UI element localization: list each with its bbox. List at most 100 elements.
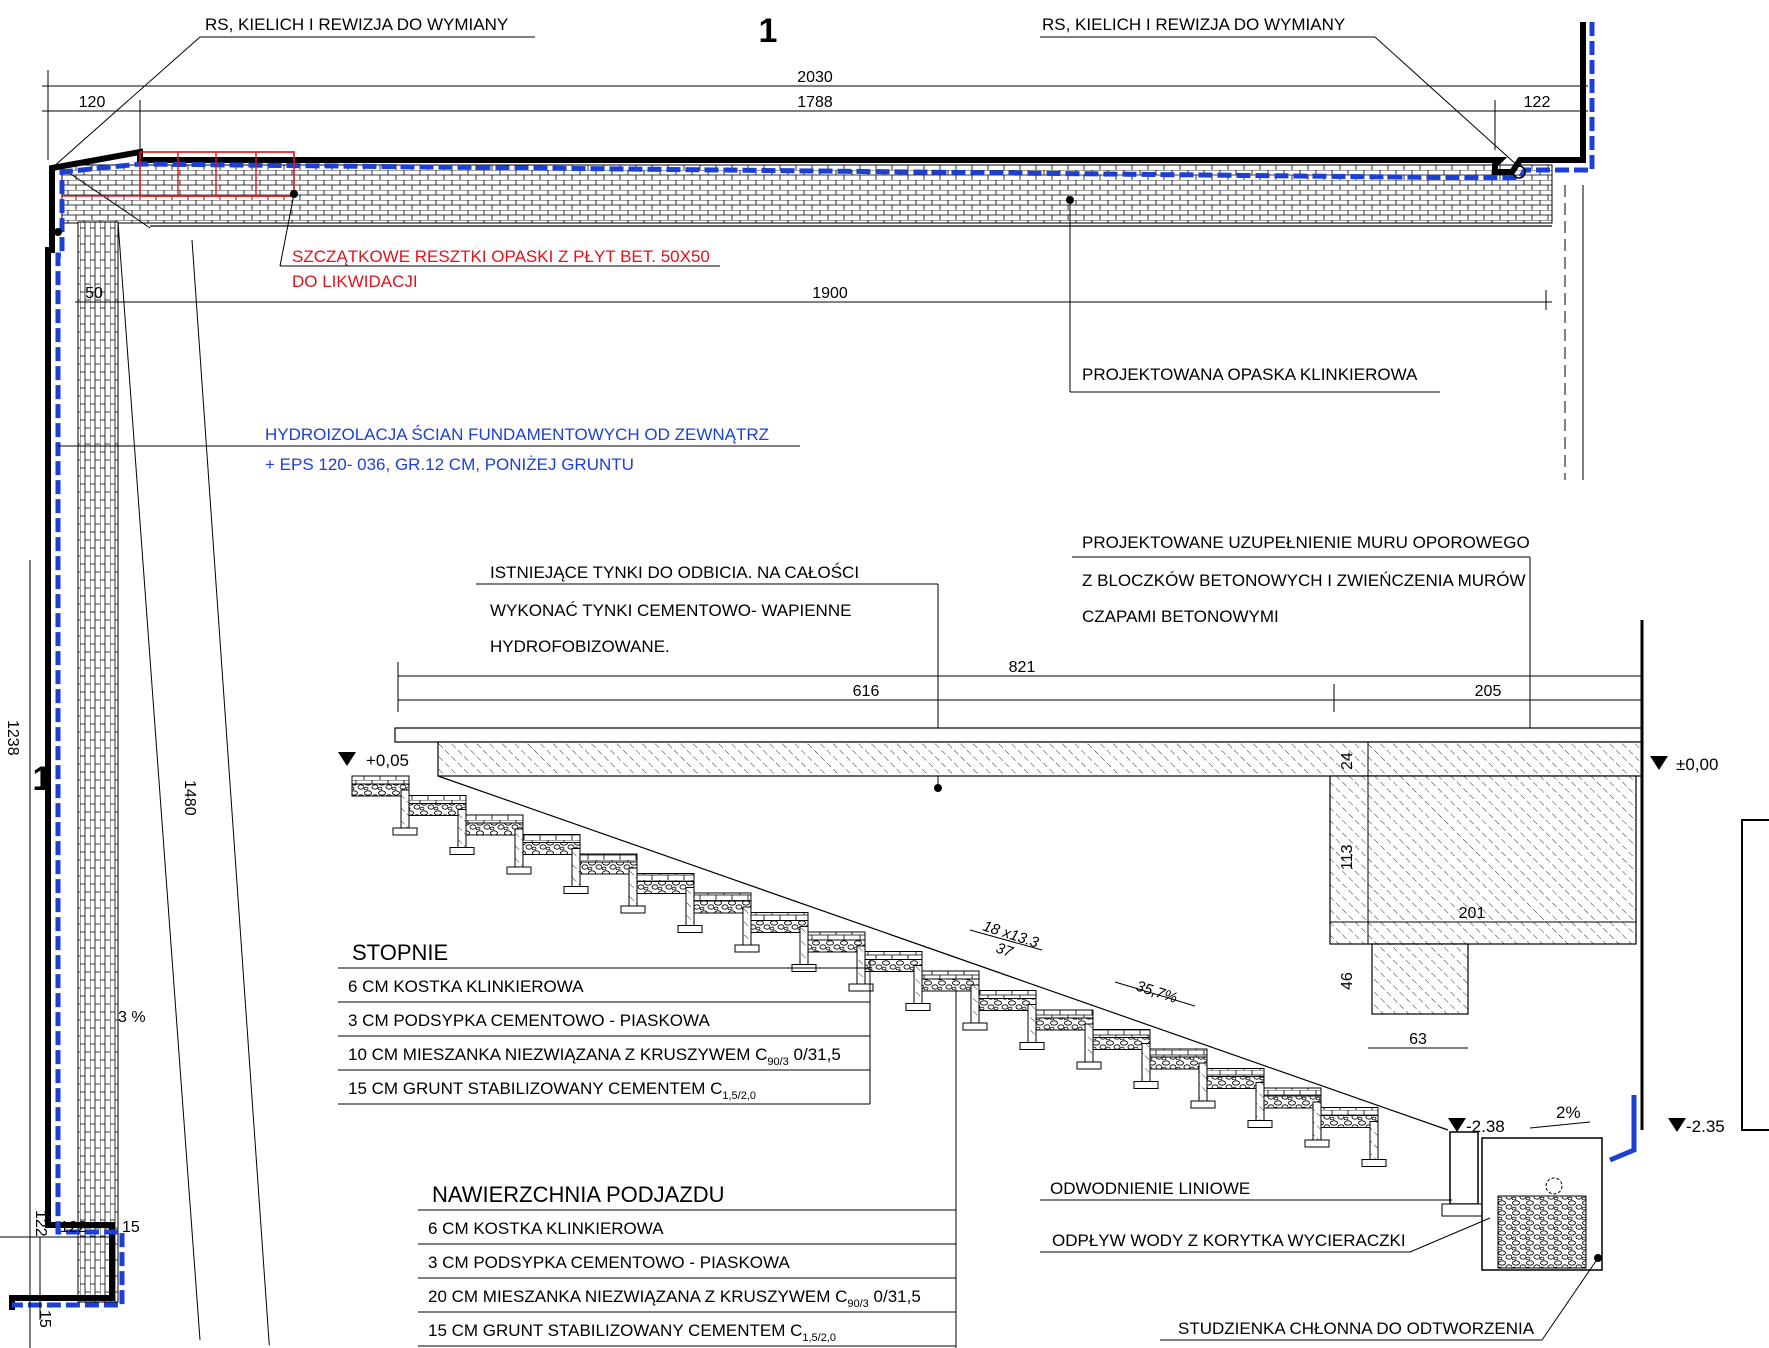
leader-line (1409, 1217, 1491, 1253)
label-plaster-2: WYKONAĆ TYNKI CEMENTOWO- WAPIENNE (490, 601, 851, 620)
step-footing (905, 1003, 931, 1011)
step-riser (1198, 1062, 1208, 1102)
label-retaining-2: Z BLOCZKÓW BETONOWYCH I ZWIEŃCZENIA MURÓ… (1082, 571, 1526, 590)
dim-top-middle: 1788 (797, 94, 833, 111)
step-footing (563, 886, 589, 894)
step-footing (962, 1022, 988, 1031)
step-clinker (978, 990, 1037, 999)
step-clinker (351, 775, 410, 785)
dim-wall-201: 201 (1459, 905, 1486, 922)
section-mark-left: 1 (33, 760, 52, 798)
step-riser (799, 926, 809, 965)
dim-side-1480: 1480 (181, 780, 198, 816)
label-rs-right: RS, KIELICH I REWIZJA DO WYMIANY (1042, 15, 1345, 34)
step-base (750, 920, 809, 933)
step-clinker (636, 873, 695, 882)
label-wiper-outflow: ODPŁYW WODY Z KORYTKA WYCIERACZKI (1052, 1231, 1406, 1250)
soakaway-marker (1545, 1177, 1563, 1195)
level-triangle-bottom (1448, 1118, 1466, 1132)
legend-steps-row: 3 CM PODSYPKA CEMENTOWO - PIASKOWA (348, 1011, 710, 1030)
leader-clinker (1069, 200, 1440, 393)
step-riser (1312, 1101, 1322, 1141)
step-footing (1247, 1120, 1273, 1128)
leader-drainage (1040, 1199, 1599, 1341)
step-footing (734, 944, 760, 953)
step-base (978, 998, 1037, 1011)
dim-stair-total: 821 (1009, 659, 1036, 676)
dim-footing-46: 46 (1339, 972, 1356, 990)
step-base (1320, 1115, 1379, 1128)
step-riser (514, 828, 524, 868)
step-base (579, 861, 638, 875)
garage-door-frame (1741, 819, 1769, 1131)
step-base (1263, 1095, 1322, 1109)
leader-line (279, 193, 295, 267)
dim-stair-run: 616 (853, 683, 880, 700)
dim-bottom-122b: 122 (60, 1219, 87, 1236)
label-plaster-3: HYDROFOBIZOWANE. (490, 637, 670, 656)
leader-line (1374, 36, 1519, 167)
label-waterproofing-2: + EPS 120- 036, GR.12 CM, PONIŻEJ GRUNTU (265, 455, 634, 474)
linear-drain (1449, 1131, 1479, 1205)
label-waterproofing-1: HYDROIZOLACJA ŚCIAN FUNDAMENTOWYCH OD ZE… (265, 425, 769, 444)
step-base (693, 900, 752, 914)
clinker-band-left-outer (117, 221, 201, 1341)
step-base (636, 881, 695, 894)
retaining-footing (1371, 943, 1469, 1015)
step-base (408, 803, 467, 816)
step-riser (1084, 1023, 1094, 1063)
label-retaining-3: CZAPAMI BETONOWYMI (1082, 607, 1279, 626)
step-riser (1369, 1121, 1379, 1160)
step-riser (1255, 1082, 1265, 1121)
dim-top-total: 2030 (797, 69, 833, 86)
step-footing (677, 925, 703, 933)
step-footing (620, 905, 646, 914)
section-mark-top: 1 (759, 12, 778, 50)
step-clinker (1035, 1009, 1094, 1019)
step-riser (913, 965, 923, 1004)
slope-arrow (1114, 981, 1196, 1007)
label-rs-left: RS, KIELICH I REWIZJA DO WYMIANY (205, 15, 508, 34)
step-base (1092, 1037, 1151, 1050)
dim-drain-slope: 2% (1556, 1103, 1581, 1122)
step-footing (1019, 1042, 1045, 1050)
step-footing (1133, 1081, 1159, 1089)
step-base (1035, 1017, 1094, 1031)
step-base (522, 842, 581, 855)
step-clinker (1092, 1029, 1151, 1038)
level-triangle-top (338, 752, 356, 766)
stair-flight (351, 775, 1387, 1167)
step-base (1206, 1076, 1265, 1089)
leader-rs-left (51, 36, 535, 169)
step-riser (1141, 1043, 1151, 1082)
legend-driveway-row: 3 CM PODSYPKA CEMENTOWO - PIASKOWA (428, 1253, 790, 1272)
dim-cap-24: 24 (1339, 752, 1356, 770)
step-clinker (1320, 1107, 1379, 1116)
dim-bottom-122a: 122 (32, 1210, 49, 1237)
step-clinker (1149, 1048, 1208, 1058)
dim-bottom-15a: 15 (122, 1219, 140, 1236)
legend-steps-title: STOPNIE (352, 940, 448, 965)
inspection-chamber-symbol (1512, 165, 1526, 179)
step-footing (392, 827, 418, 836)
step-clinker (693, 892, 752, 902)
dim-footing-63: 63 (1409, 1031, 1427, 1048)
legend-steps-row: 15 CM GRUNT STABILIZOWANY CEMENTEM C1,5/… (348, 1079, 756, 1102)
step-footing (506, 866, 532, 875)
step-clinker (408, 795, 467, 804)
dim-bottom-15b: 15 (36, 1310, 53, 1328)
legend-driveway-row: 15 CM GRUNT STABILIZOWANY CEMENTEM C1,5/… (428, 1321, 836, 1344)
step-riser (628, 867, 638, 907)
step-clinker (921, 970, 980, 980)
garage-waterproofing (1609, 1095, 1637, 1163)
stair-pitch-line (437, 775, 1449, 1131)
step-clinker (1206, 1068, 1265, 1077)
step-clinker (465, 814, 524, 824)
step-riser (742, 906, 752, 946)
leader-dot (54, 228, 62, 236)
level-triangle-garage (1668, 1118, 1686, 1132)
clinker-band-top (61, 164, 1553, 224)
step-riser (400, 789, 410, 829)
step-riser (1027, 1004, 1037, 1043)
